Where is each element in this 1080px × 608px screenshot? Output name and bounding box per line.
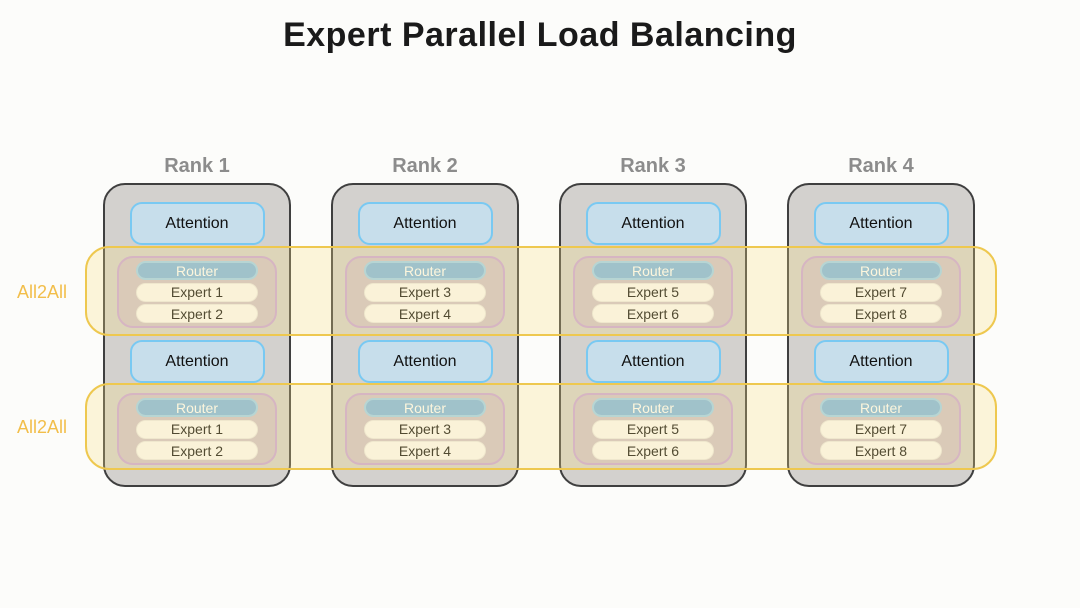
rank-column: Rank 3 Attention Router Expert 5 Expert …	[559, 155, 747, 487]
expert-pill: Expert 4	[364, 441, 486, 460]
all2all-label: All2All	[16, 282, 68, 302]
expert-pill: Expert 6	[592, 304, 714, 323]
router-pill: Router	[136, 398, 258, 417]
router-pill: Router	[364, 398, 486, 417]
rank-column: Rank 2 Attention Router Expert 3 Expert …	[331, 155, 519, 487]
expert-group: Router Expert 3 Expert 4	[345, 393, 505, 465]
expert-pill: Expert 4	[364, 304, 486, 323]
expert-group: Router Expert 5 Expert 6	[573, 256, 733, 328]
attention-block: Attention	[585, 202, 721, 245]
rank-column: Rank 4 Attention Router Expert 7 Expert …	[787, 155, 975, 487]
attention-block: Attention	[357, 340, 493, 383]
rank-label: Rank 4	[848, 155, 914, 177]
attention-block: Attention	[129, 202, 265, 245]
rank-label: Rank 1	[164, 155, 230, 177]
expert-group: Router Expert 3 Expert 4	[345, 256, 505, 328]
router-pill: Router	[364, 261, 486, 280]
rank-box: Attention Router Expert 1 Expert 2 Atten…	[103, 183, 291, 487]
rank-box: Attention Router Expert 5 Expert 6 Atten…	[559, 183, 747, 487]
expert-pill: Expert 3	[364, 282, 486, 302]
expert-pill: Expert 2	[136, 304, 258, 323]
attention-block: Attention	[813, 202, 949, 245]
expert-pill: Expert 3	[364, 419, 486, 439]
expert-group: Router Expert 5 Expert 6	[573, 393, 733, 465]
expert-pill: Expert 6	[592, 441, 714, 460]
diagram-title: Expert Parallel Load Balancing	[283, 16, 797, 54]
router-pill: Router	[820, 398, 942, 417]
router-pill: Router	[820, 261, 942, 280]
expert-group: Router Expert 7 Expert 8	[801, 256, 961, 328]
attention-block: Attention	[357, 202, 493, 245]
rank-box: Attention Router Expert 3 Expert 4 Atten…	[331, 183, 519, 487]
rank-label: Rank 2	[392, 155, 458, 177]
attention-block: Attention	[585, 340, 721, 383]
expert-group: Router Expert 1 Expert 2	[117, 256, 277, 328]
router-pill: Router	[592, 261, 714, 280]
expert-pill: Expert 2	[136, 441, 258, 460]
expert-pill: Expert 5	[592, 419, 714, 439]
expert-pill: Expert 1	[136, 419, 258, 439]
attention-block: Attention	[129, 340, 265, 383]
expert-pill: Expert 1	[136, 282, 258, 302]
rank-label: Rank 3	[620, 155, 686, 177]
expert-group: Router Expert 7 Expert 8	[801, 393, 961, 465]
rank-box: Attention Router Expert 7 Expert 8 Atten…	[787, 183, 975, 487]
expert-pill: Expert 7	[820, 282, 942, 302]
router-pill: Router	[592, 398, 714, 417]
router-pill: Router	[136, 261, 258, 280]
expert-pill: Expert 8	[820, 304, 942, 323]
expert-pill: Expert 8	[820, 441, 942, 460]
all2all-label: All2All	[16, 417, 68, 437]
expert-pill: Expert 7	[820, 419, 942, 439]
expert-group: Router Expert 1 Expert 2	[117, 393, 277, 465]
expert-pill: Expert 5	[592, 282, 714, 302]
attention-block: Attention	[813, 340, 949, 383]
rank-column: Rank 1 Attention Router Expert 1 Expert …	[103, 155, 291, 487]
